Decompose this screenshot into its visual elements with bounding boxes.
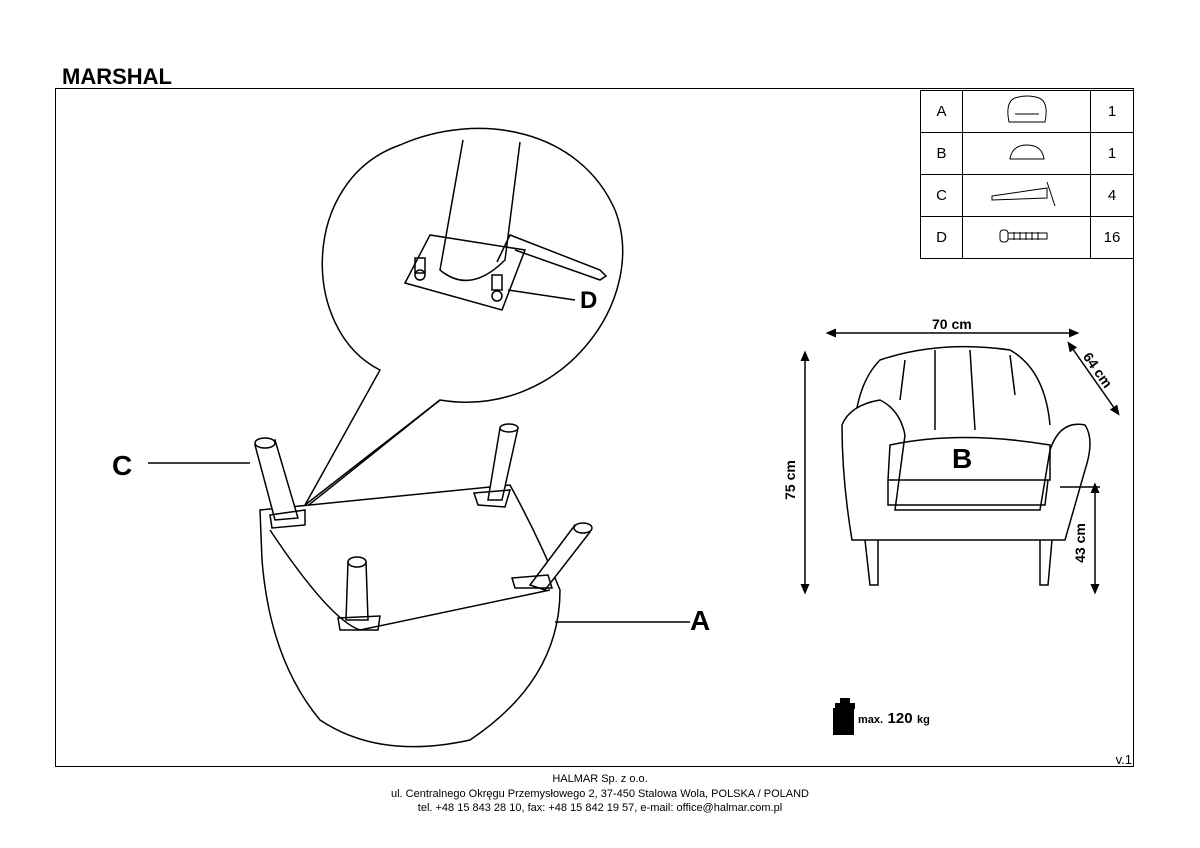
dimension-width: 70 cm — [932, 316, 972, 332]
part-qty: 1 — [1090, 132, 1134, 175]
version-label: v.1 — [1115, 752, 1132, 767]
table-row: D 16 — [920, 216, 1134, 259]
max-load: max. 120 kg — [858, 710, 930, 728]
leg-icon — [962, 174, 1091, 217]
table-row: A 1 — [920, 90, 1134, 133]
table-row: B 1 — [920, 132, 1134, 175]
part-qty: 4 — [1090, 174, 1134, 217]
armchair-icon — [962, 90, 1091, 133]
max-load-value: 120 — [887, 710, 913, 727]
max-load-prefix: max. — [858, 714, 884, 726]
max-load-unit: kg — [917, 714, 930, 726]
footer-address: ul. Centralnego Okręgu Przemysłowego 2, … — [390, 787, 809, 800]
part-label: B — [920, 132, 963, 175]
callout-d: D — [580, 287, 598, 314]
footer-company: HALMAR Sp. z o.o. — [552, 773, 648, 785]
detail-magnifier — [299, 127, 624, 513]
parts-table: A 1 B 1 C 4 D 16 — [920, 90, 1134, 259]
part-qty: 1 — [1090, 90, 1134, 133]
dimension-seat-height: 43 cm — [1071, 523, 1088, 563]
part-label: D — [920, 216, 963, 259]
footer: HALMAR Sp. z o.o. ul. Centralnego Okręgu… — [0, 772, 1200, 816]
part-label: C — [920, 174, 963, 217]
part-label: A — [920, 90, 963, 133]
callout-c: C — [112, 450, 133, 481]
chair-underside — [148, 423, 690, 748]
cushion-icon — [962, 132, 1091, 175]
drawing-frame — [55, 88, 1134, 767]
footer-contact: tel. +48 15 843 28 10, fax: +48 15 842 1… — [417, 802, 783, 814]
table-row: C 4 — [920, 174, 1134, 217]
callout-a: A — [690, 605, 711, 636]
page-title: MARSHAL — [62, 64, 172, 89]
bolt-icon — [962, 216, 1091, 259]
callout-b: B — [952, 443, 973, 474]
dimension-height: 75 cm — [781, 460, 798, 500]
weight-icon — [833, 698, 855, 735]
chair-front-view — [800, 328, 1120, 595]
part-qty: 16 — [1090, 216, 1134, 259]
